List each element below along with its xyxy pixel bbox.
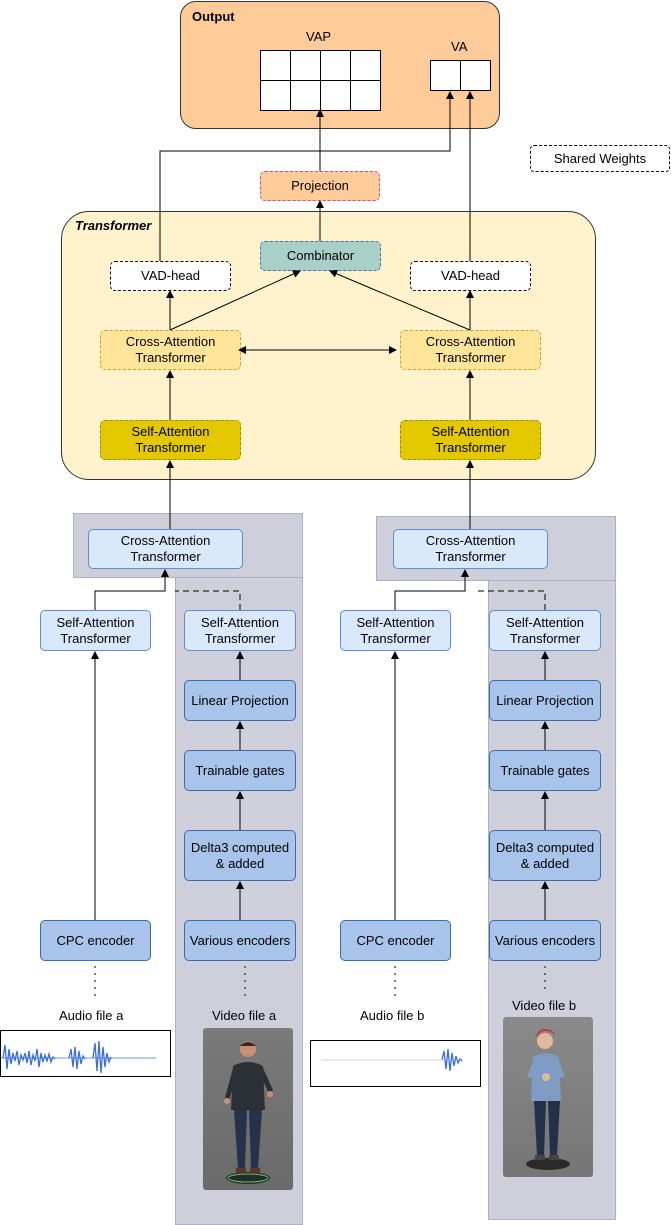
left-various-encoders: Various encoders xyxy=(184,920,296,961)
left-audio-self-attention: Self-Attention Transformer xyxy=(40,610,151,651)
transformer-title: Transformer xyxy=(75,218,152,233)
self-attention-transformer-left: Self-Attention Transformer xyxy=(100,420,241,460)
right-cpc-encoder: CPC encoder xyxy=(340,920,451,961)
shared-weights-legend: Shared Weights xyxy=(530,145,670,172)
video-file-b-label: Video file b xyxy=(512,998,577,1013)
combinator-box: Combinator xyxy=(260,241,381,271)
va-label: VA xyxy=(451,39,468,54)
vap-label: VAP xyxy=(306,29,332,44)
va-grid xyxy=(430,60,491,91)
left-trainable-gates: Trainable gates xyxy=(184,750,296,791)
video-file-a-label: Video file a xyxy=(212,1008,277,1023)
right-video-self-attention: Self-Attention Transformer xyxy=(489,610,601,651)
left-video-self-attention: Self-Attention Transformer xyxy=(184,610,296,651)
audio-file-b-label: Audio file b xyxy=(360,1008,425,1023)
right-cross-attention: Cross-Attention Transformer xyxy=(393,529,548,569)
cross-attention-transformer-right: Cross-Attention Transformer xyxy=(400,330,541,370)
left-cross-attention: Cross-Attention Transformer xyxy=(88,529,243,569)
audio-waveform-b xyxy=(310,1040,481,1087)
self-attention-transformer-right: Self-Attention Transformer xyxy=(400,420,541,460)
left-delta3: Delta3 computed & added xyxy=(184,830,296,881)
audio-file-a-label: Audio file a xyxy=(59,1008,124,1023)
left-cpc-encoder: CPC encoder xyxy=(40,920,151,961)
vad-head-right: VAD-head xyxy=(410,261,531,291)
right-delta3: Delta3 computed & added xyxy=(489,830,601,881)
output-title: Output xyxy=(192,9,235,24)
projection-box: Projection xyxy=(260,171,380,201)
left-linear-projection: Linear Projection xyxy=(184,680,296,721)
cross-attention-transformer-left: Cross-Attention Transformer xyxy=(100,330,241,370)
video-frame-b xyxy=(503,1017,593,1177)
right-audio-self-attention: Self-Attention Transformer xyxy=(340,610,451,651)
right-trainable-gates: Trainable gates xyxy=(489,750,601,791)
audio-waveform-a xyxy=(0,1030,171,1077)
right-linear-projection: Linear Projection xyxy=(489,680,601,721)
right-various-encoders: Various encoders xyxy=(489,920,601,961)
video-frame-a xyxy=(203,1028,293,1190)
vap-grid xyxy=(260,50,381,111)
